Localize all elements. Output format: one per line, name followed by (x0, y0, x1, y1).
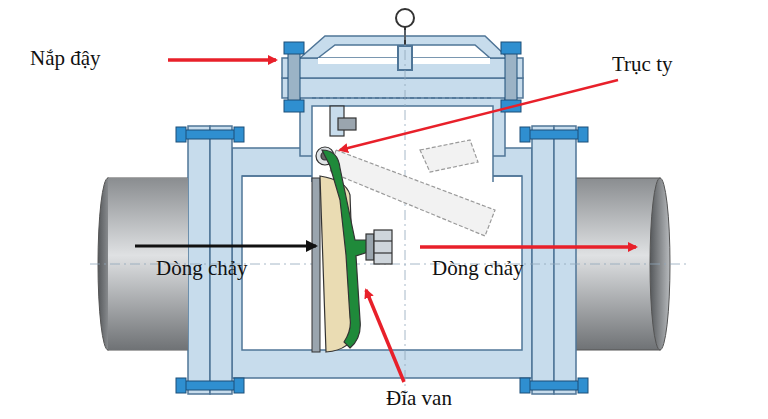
part-label: Dòng chảy (432, 256, 524, 280)
pipe-flanges (108, 126, 576, 394)
leader-arrows (135, 60, 636, 382)
valve-seat (312, 178, 320, 352)
part-label: Trục ty (612, 52, 673, 76)
part-label: Dòng chảy (156, 256, 248, 280)
center-line (405, 30, 406, 400)
bonnet-cover (282, 36, 523, 98)
part-label: Nắp đậy (30, 46, 101, 70)
part-label: Đĩa van (386, 386, 452, 410)
valve-disc (320, 150, 392, 352)
open-disc-outline (330, 140, 495, 236)
cover-bolts (284, 42, 521, 112)
